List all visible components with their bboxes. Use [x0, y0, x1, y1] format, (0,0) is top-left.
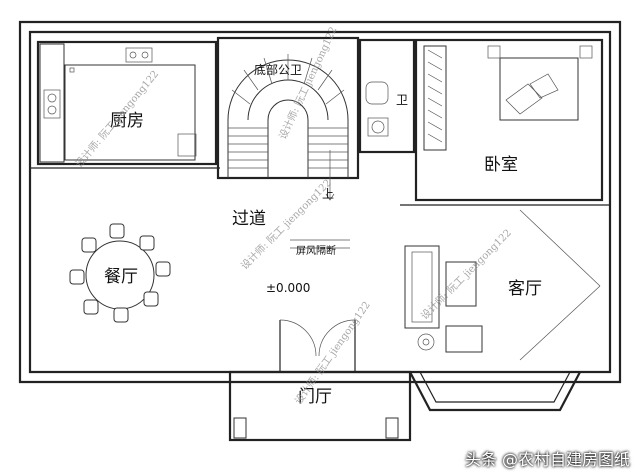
dining-label: 餐厅: [104, 267, 138, 287]
living-label: 客厅: [508, 279, 542, 299]
bathroom-room: [358, 38, 416, 154]
bedroom-label: 卧室: [484, 155, 518, 175]
kitchen-room: [36, 40, 218, 166]
bedroom-room: [414, 38, 604, 202]
screen-partition-label: 屏风隔断: [296, 244, 336, 257]
outer-walls: [18, 20, 622, 384]
watermark-text: 设计师: 阮工 jiengong122: [72, 68, 161, 170]
dining-table: [69, 223, 171, 323]
kitchen-label: 厨房: [110, 111, 144, 131]
bay-window: [409, 371, 581, 412]
watermark-text: 设计师: 阮工 jiengong122: [292, 299, 373, 407]
entrance-label: 门厅: [298, 387, 332, 407]
entrance-porch: [228, 319, 412, 442]
elevation-label: ±0.000: [266, 281, 310, 295]
credit-text: 头条 @农村自建房图纸: [464, 450, 630, 469]
bathroom-label: 卫: [396, 93, 408, 107]
corridor-area: [30, 167, 610, 249]
stair-up-label: 上: [322, 187, 334, 201]
stair-area: [216, 36, 360, 201]
corridor-label: 过道: [232, 209, 266, 229]
living-furniture: [404, 209, 601, 361]
bathroom-bottom-label: 底部公卫: [254, 62, 302, 77]
